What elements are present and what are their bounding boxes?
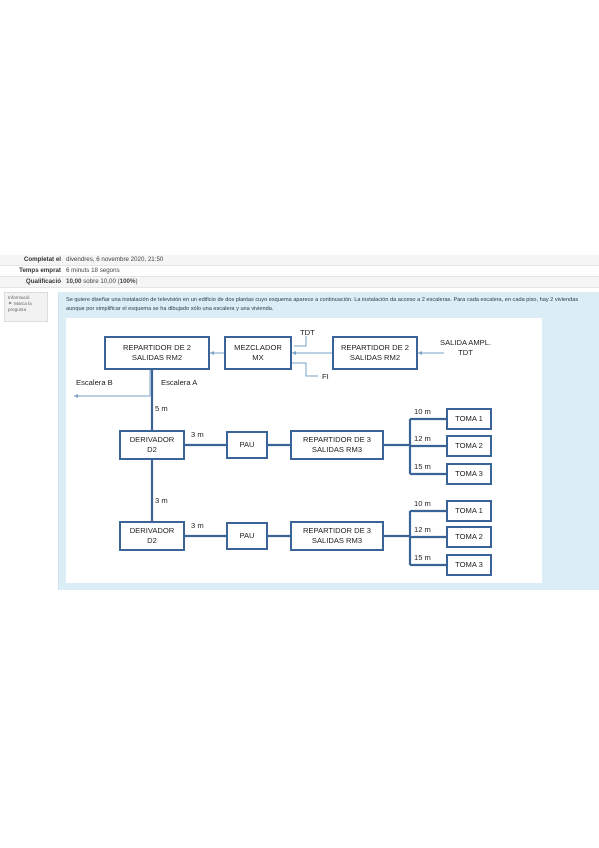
toma-distance: 12 m <box>414 525 431 534</box>
diagram-connectors <box>74 336 446 567</box>
box-line: DERIVADOR <box>129 435 175 444</box>
toma-distance: 15 m <box>414 462 431 471</box>
toma-distance: 10 m <box>414 499 431 508</box>
question-text: Se quiere diseñar una instalación de tel… <box>66 297 579 312</box>
box-line: REPARTIDOR DE 2 <box>122 343 192 352</box>
grade-end: ) <box>135 278 138 285</box>
attempt-summary: Completat el divendres, 6 novembre 2020,… <box>0 255 599 288</box>
distance-3m-vertical: 3 m <box>155 496 168 505</box>
box-line: REPARTIDOR DE 3 <box>302 435 372 444</box>
summary-label: Temps emprat <box>19 267 61 274</box>
salida-line: TDT <box>458 348 473 357</box>
box-line: MX <box>252 353 264 362</box>
box-line: SALIDAS RM3 <box>311 536 363 545</box>
summary-row-completed: Completat el divendres, 6 novembre 2020,… <box>0 255 599 266</box>
question-info: Informació ⚑Marca la pregunta <box>4 292 48 322</box>
box-line: D2 <box>147 445 157 454</box>
summary-label: Qualificació <box>25 278 61 285</box>
toma-3-floor1: TOMA 3 <box>446 463 492 485</box>
box-line: REPARTIDOR DE 3 <box>302 526 372 535</box>
grade-value: 10,00 <box>66 278 82 285</box>
toma-3-floor2: TOMA 3 <box>446 554 492 576</box>
distance-3m: 3 m <box>191 430 204 439</box>
summary-label: Completat el <box>23 256 61 263</box>
pau-floor1: PAU <box>226 431 268 459</box>
toma-1-floor2: TOMA 1 <box>446 500 492 522</box>
flag-label: Marca la pregunta <box>8 301 32 312</box>
box-line: REPARTIDOR DE 2 <box>340 343 410 352</box>
box-line: SALIDAS RM2 <box>131 353 183 362</box>
box-line: MEZCLADOR <box>234 343 282 352</box>
summary-row-time: Temps emprat 6 minuts 18 segons <box>0 266 599 277</box>
summary-row-grade: Qualificació 10,00 sobre 10,00 (100%) <box>0 277 599 288</box>
toma-2-floor2: TOMA 2 <box>446 526 492 548</box>
toma-2-floor1: TOMA 2 <box>446 435 492 457</box>
grade-max: sobre 10,00 ( <box>81 278 120 285</box>
salida-line: SALIDA AMPL. <box>440 338 492 347</box>
toma-distance: 12 m <box>414 434 431 443</box>
escalera-b-label: Escalera B <box>76 378 113 387</box>
box-line: SALIDAS RM2 <box>349 353 401 362</box>
toma-1-floor1: TOMA 1 <box>446 408 492 430</box>
tdt-label: TDT <box>300 328 315 337</box>
grade-percent: 100% <box>119 278 136 285</box>
summary-value: divendres, 6 novembre 2020, 21:50 <box>66 256 164 263</box>
distance-3m: 3 m <box>191 521 204 530</box>
escalera-a-label: Escalera A <box>161 378 198 387</box>
salida-ampl-label: SALIDA AMPL. TDT <box>440 338 491 358</box>
flag-icon: ⚑ <box>8 301 13 306</box>
info-title: Informació <box>8 295 30 300</box>
toma-distance: 10 m <box>414 407 431 416</box>
box-line: DERIVADOR <box>129 526 175 535</box>
flag-question-link[interactable]: ⚑Marca la pregunta <box>8 301 44 313</box>
box-line: SALIDAS RM3 <box>311 445 363 454</box>
fi-label: FI <box>322 372 329 381</box>
box-line: D2 <box>147 536 157 545</box>
toma-distance: 15 m <box>414 553 431 562</box>
summary-value: 6 minuts 18 segons <box>66 267 120 274</box>
distance-5m: 5 m <box>155 404 168 413</box>
pau-floor2: PAU <box>226 522 268 550</box>
summary-value: 10,00 sobre 10,00 (100%) <box>66 277 138 287</box>
